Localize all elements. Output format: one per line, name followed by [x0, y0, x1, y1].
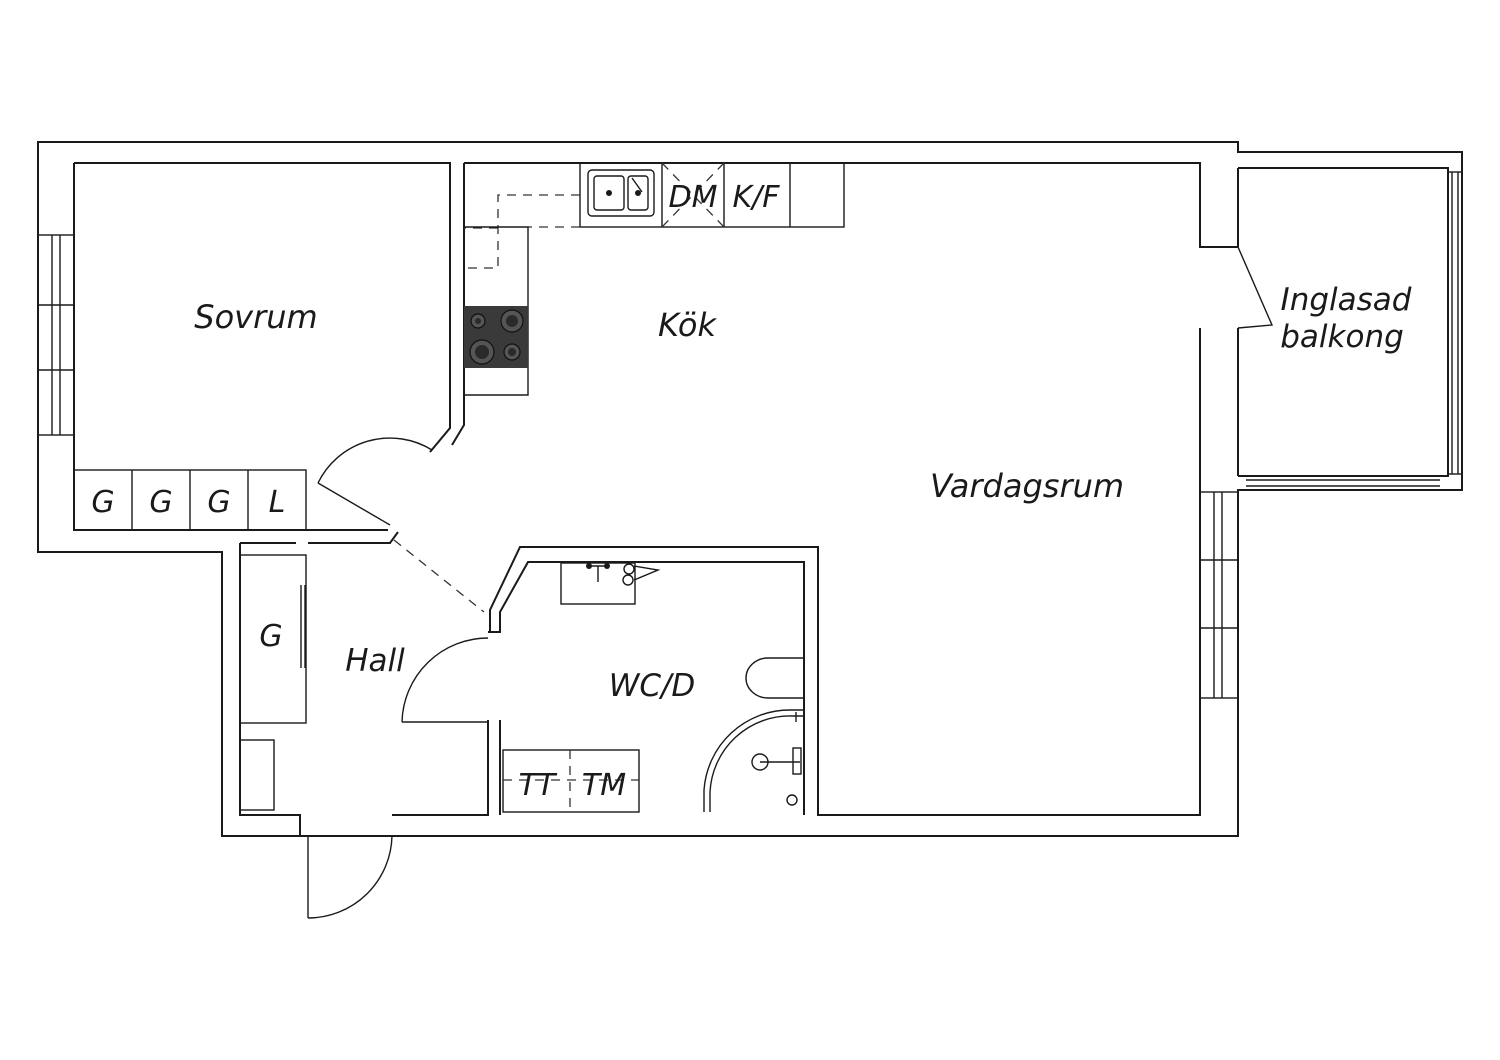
fixture-label-tm: TM [582, 768, 626, 803]
room-label-balkong-1: Inglasad [1281, 282, 1412, 318]
room-label-balkong-2: balkong [1280, 319, 1404, 355]
room-label-hall: Hall [345, 643, 405, 679]
room-label-kok: Kök [658, 306, 717, 344]
hall-fixtures [239, 554, 307, 811]
room-label-vardagsrum: Vardagsrum [930, 467, 1124, 505]
bathroom-fixtures [502, 562, 804, 813]
stove-icon [464, 306, 528, 368]
doors [307, 246, 1274, 919]
windows [37, 171, 1462, 699]
wardrobe-label: G [91, 485, 114, 520]
room-label-wc: WC/D [609, 668, 696, 704]
washbasin-icon [560, 562, 636, 605]
bedroom-wardrobes [73, 469, 307, 531]
room-label-sovrum: Sovrum [194, 298, 317, 336]
fixture-label-kf: K/F [732, 180, 780, 215]
shower-icon [703, 709, 804, 812]
wardrobe-label: G [149, 485, 172, 520]
kitchen-fixtures [464, 162, 845, 396]
toilet-icon [745, 657, 804, 699]
room-labels: Sovrum Kök Vardagsrum Inglasad balkong H… [91, 180, 1411, 803]
towel-hook-icon [622, 563, 661, 586]
hall-wardrobe-label: G [259, 619, 282, 654]
fixture-label-dm: DM [669, 180, 718, 215]
outer-walls [37, 141, 1463, 837]
wardrobe-label: L [269, 485, 286, 520]
wardrobe-label: G [207, 485, 230, 520]
sink-icon [587, 169, 655, 217]
fixture-label-tt: TT [519, 768, 558, 803]
